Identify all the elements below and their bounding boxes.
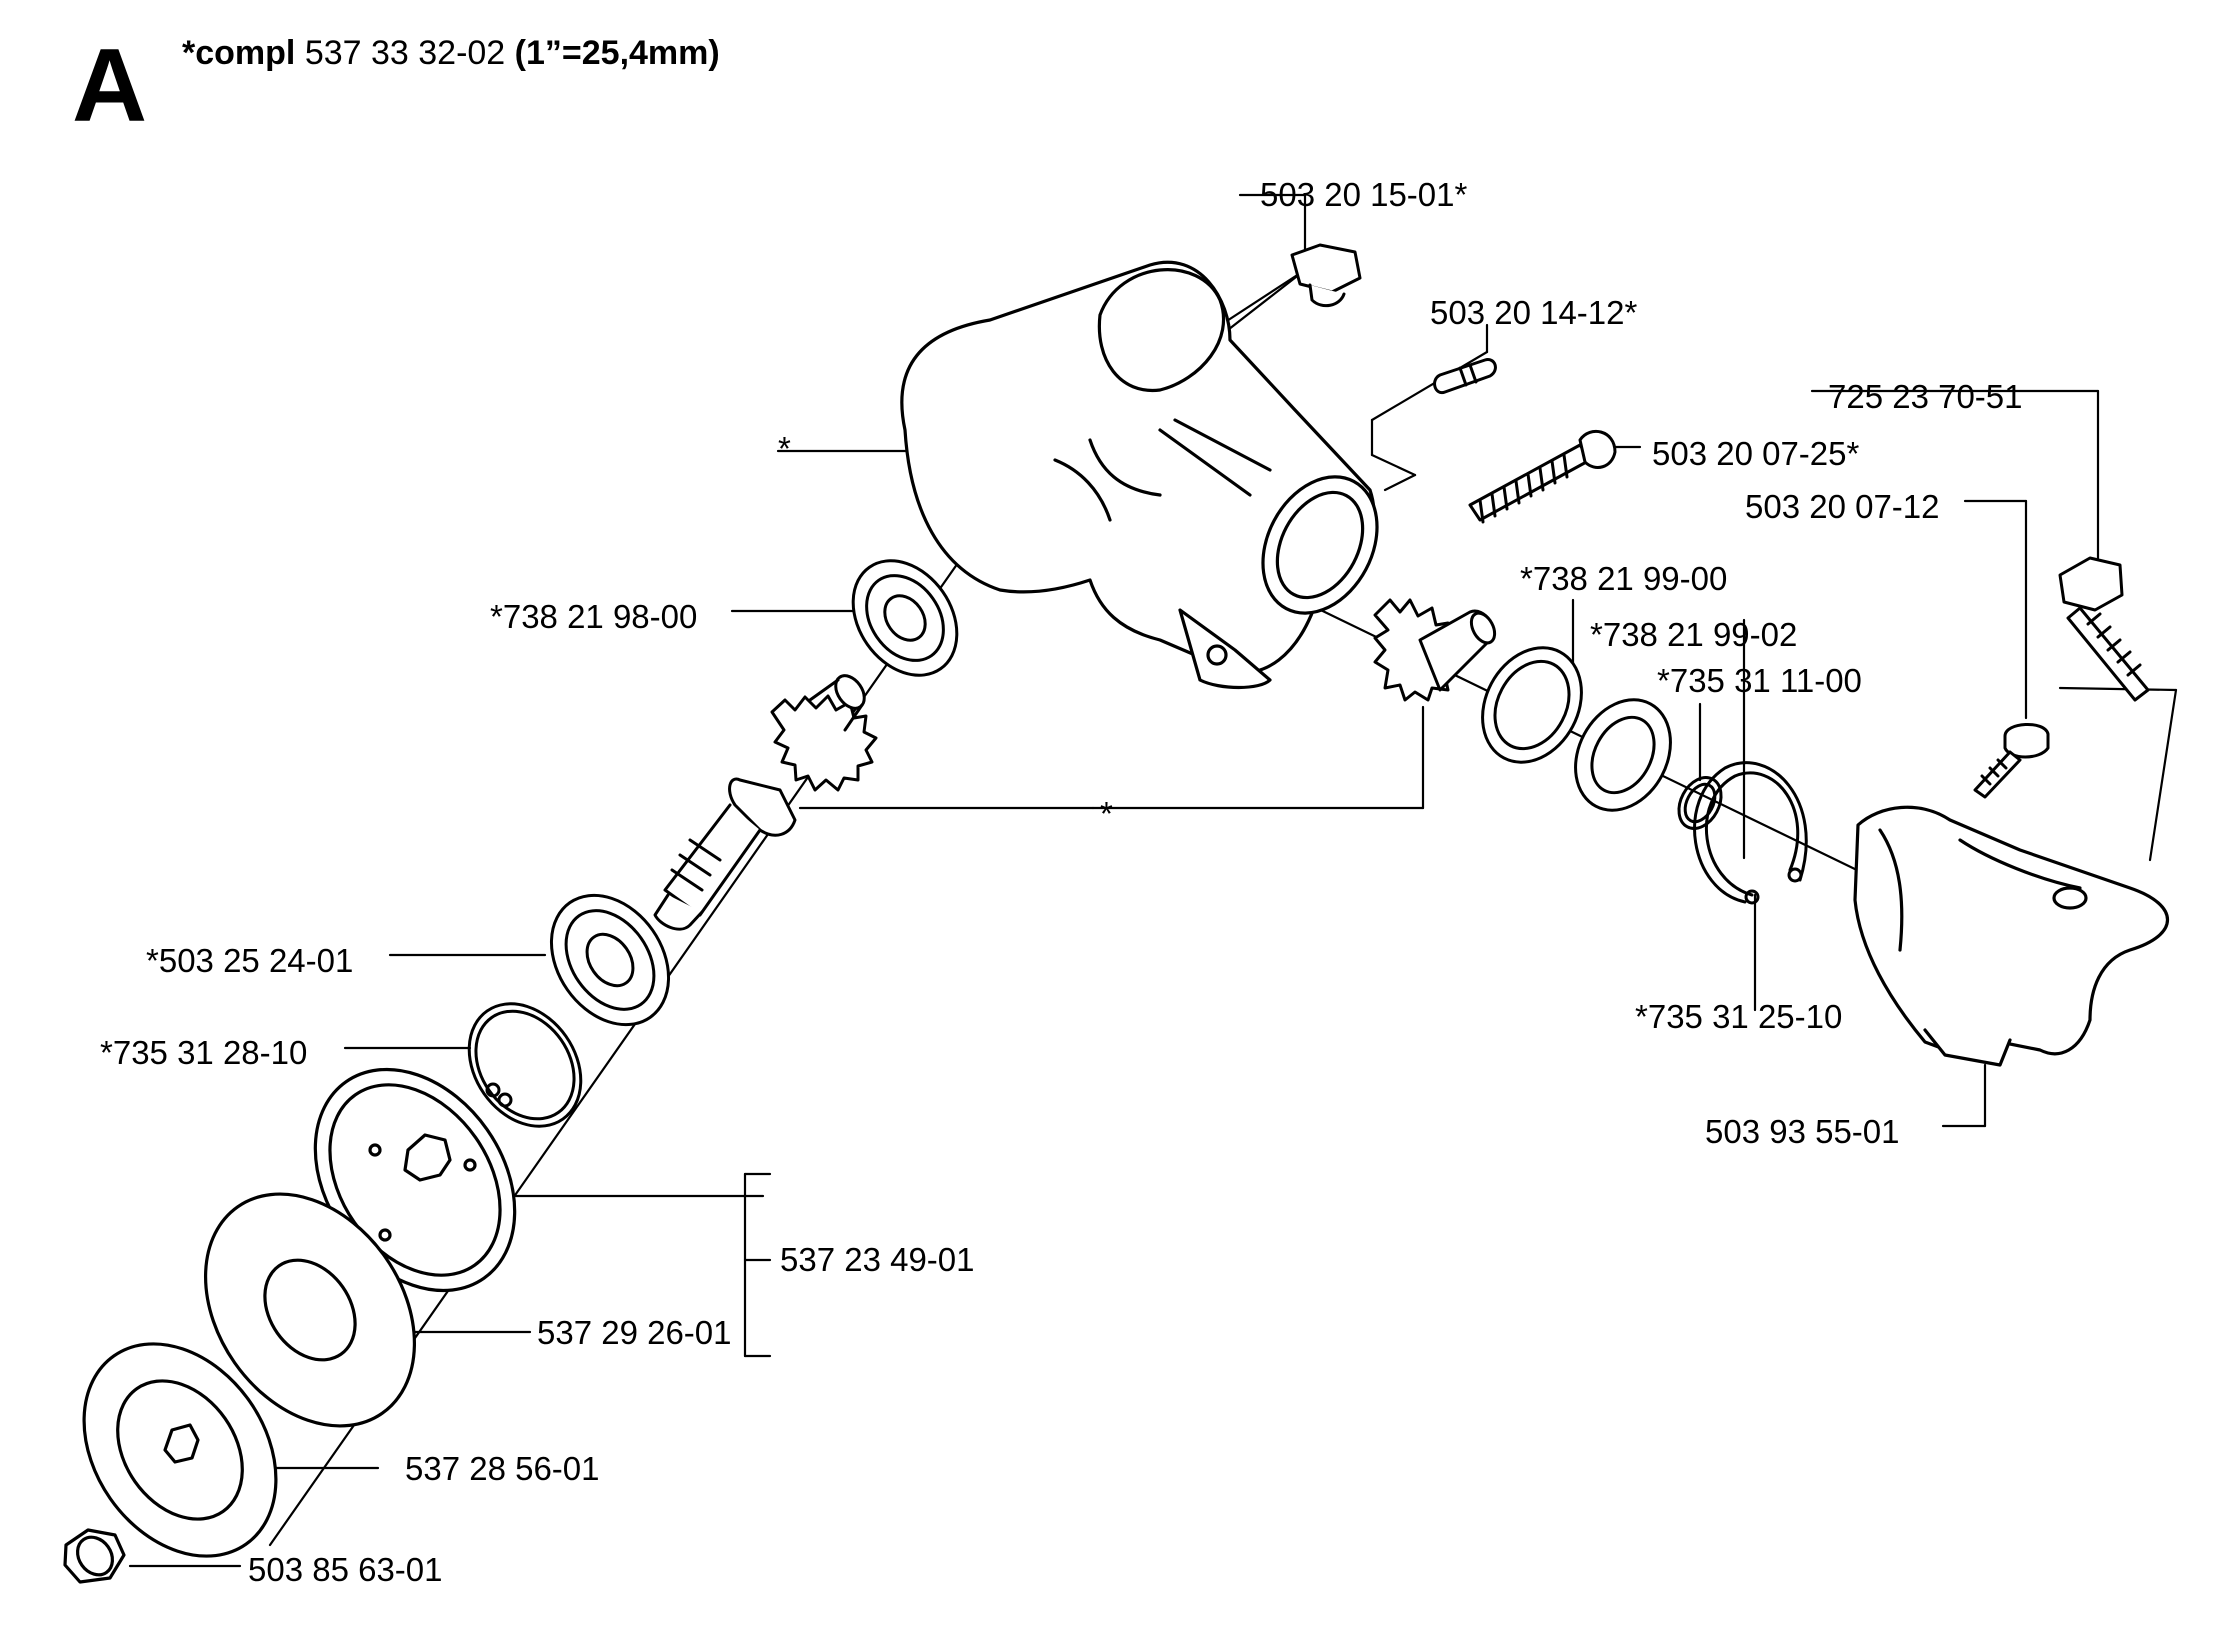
bearing-503-25-24-01 [549,893,671,1027]
label-503-85-63-01: 503 85 63-01 [248,1551,443,1588]
label-503-25-24-01: *503 25 24-01 [146,942,354,979]
label-738-21-99-02: *738 21 99-02 [1590,616,1798,653]
label-503-20-07-12: 503 20 07-12 [1745,488,1940,525]
bearing-738-21-99-02 [1574,698,1672,812]
bearing-738-21-98-00 [851,559,959,677]
pinion-gear [1373,598,1497,702]
screw-503-20-07-12 [1973,722,2050,799]
ring-735-31-28-10 [467,1002,583,1128]
label-503-20-07-25: 503 20 07-25* [1652,435,1860,472]
scale-note: (1”=25,4mm) [514,34,720,72]
label-gear-star: * [1100,795,1113,832]
screw-503-20-07-25 [1468,430,1617,524]
label-738-21-99-00: *738 21 99-00 [1520,560,1728,597]
plug-503-20-15-01 [1290,243,1362,308]
label-503-93-55-01: 503 93 55-01 [1705,1113,1900,1150]
screw-503-20-14-12 [1433,358,1497,395]
label-537-23-49-01: 537 23 49-01 [780,1241,975,1278]
gear-housing [900,260,1379,690]
label-503-20-15-01: 503 20 15-01* [1260,176,1468,213]
assembly-header: *compl 537 33 32-02 (1”=25,4mm) [182,34,720,73]
label-housing-star: * [778,430,791,467]
bevel-gear-shaft [653,674,878,931]
bearing-738-21-99-00 [1481,646,1583,764]
assembly-part-number: 537 33 32-02 [304,34,506,72]
label-735-31-11-00: *735 31 11-00 [1657,662,1862,699]
washer-537-29-26-01 [203,1192,417,1428]
label-537-29-26-01: 537 29 26-01 [537,1314,732,1351]
shield-503-93-55-01 [1853,805,2170,1067]
nut-503-85-63-01 [63,1528,126,1584]
label-735-31-28-10: *735 31 28-10 [100,1034,308,1071]
section-letter: A [72,28,148,144]
label-537-28-56-01: 537 28 56-01 [405,1450,600,1487]
label-725-23-70-51: 725 23 70-51 [1828,378,2023,415]
support-cup-537-28-56-01 [82,1342,278,1558]
label-503-20-14-12: 503 20 14-12* [1430,294,1638,331]
compl-prefix: *compl [182,34,296,72]
label-738-21-98-00: *738 21 98-00 [490,598,698,635]
label-735-31-25-10: *735 31 25-10 [1635,998,1843,1035]
screw-725-23-70-51 [2058,556,2150,702]
circlip-735-31-25-10 [1693,761,1808,905]
